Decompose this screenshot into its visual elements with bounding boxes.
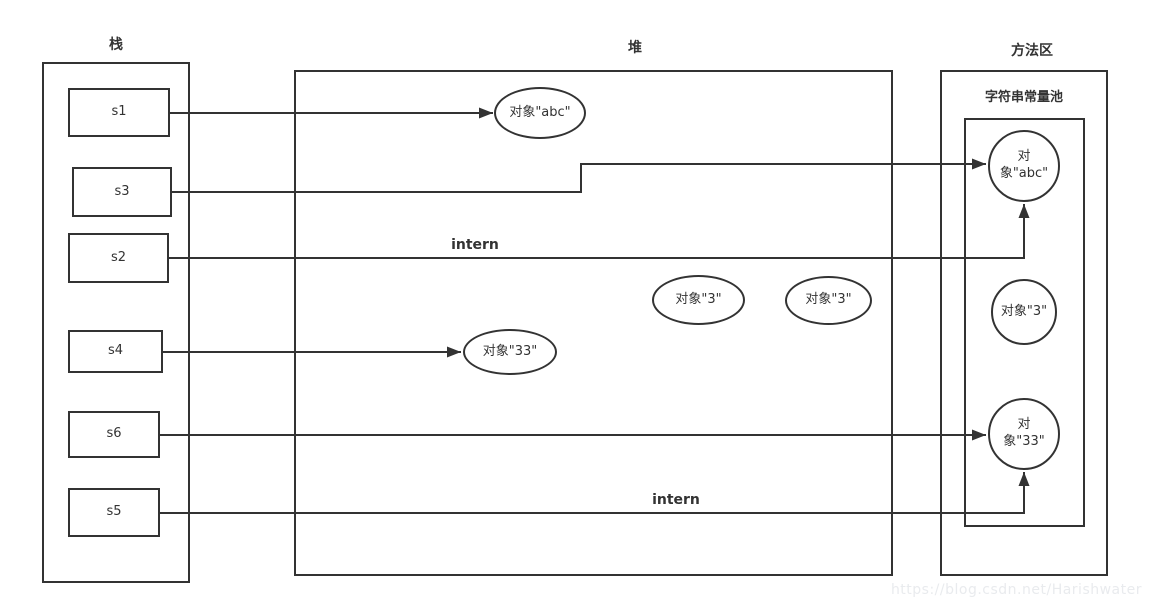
pool-object-33: 对 象"33" xyxy=(988,398,1060,470)
stack-node-s6-label: s6 xyxy=(106,426,122,442)
stack-node-s2: s2 xyxy=(68,233,169,283)
pool-object-3: 对象"3" xyxy=(991,279,1057,345)
method-area-box xyxy=(940,70,1108,576)
stack-node-s1-label: s1 xyxy=(111,104,127,120)
heap-object-abc-label: 对象"abc" xyxy=(509,104,571,120)
stack-box xyxy=(42,62,190,583)
stack-node-s4: s4 xyxy=(68,330,163,373)
stack-node-s4-label: s4 xyxy=(107,343,124,359)
stack-node-s5-label: s5 xyxy=(106,504,122,520)
stack-node-s2-label: s2 xyxy=(110,249,127,265)
heap-object-3-second-label: 对象"3" xyxy=(805,292,852,308)
stack-node-s3: s3 xyxy=(72,167,172,217)
string-constant-pool-title: 字符串常量池 xyxy=(984,90,1063,105)
method-area-region-title: 方法区 xyxy=(1011,43,1053,59)
string-constant-pool-box xyxy=(964,118,1085,527)
heap-object-3-second: 对象"3" xyxy=(785,276,872,325)
intern-label-s5: intern xyxy=(652,492,700,508)
heap-region-title: 堆 xyxy=(628,40,642,56)
watermark-text: https://blog.csdn.net/Harishwater xyxy=(890,582,1142,598)
pool-object-abc: 对 象"abc" xyxy=(988,130,1060,202)
heap-object-33: 对象"33" xyxy=(463,329,557,375)
pool-object-3-label: 对象"3" xyxy=(1000,303,1048,319)
stack-region-title: 栈 xyxy=(109,37,123,53)
heap-object-abc: 对象"abc" xyxy=(494,87,586,139)
heap-object-33-label: 对象"33" xyxy=(482,343,538,359)
intern-label-s2: intern xyxy=(451,237,499,253)
heap-object-3-first: 对象"3" xyxy=(652,275,745,325)
stack-node-s3-label: s3 xyxy=(114,183,130,199)
stack-node-s6: s6 xyxy=(68,411,160,458)
pool-object-33-label: 对 象"33" xyxy=(1003,417,1045,449)
stack-node-s5: s5 xyxy=(68,488,160,537)
heap-object-3-first-label: 对象"3" xyxy=(675,291,722,307)
heap-box xyxy=(294,70,893,576)
stack-node-s1: s1 xyxy=(68,88,170,137)
pool-object-abc-label: 对 象"abc" xyxy=(999,149,1049,181)
